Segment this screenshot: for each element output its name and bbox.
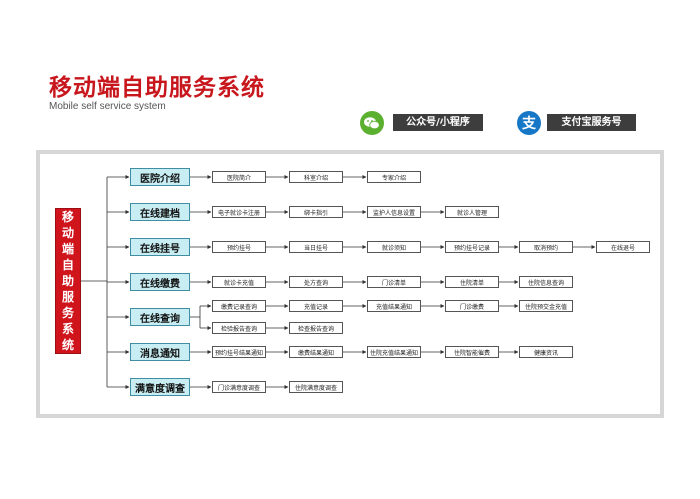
root-char: 务 [61, 306, 74, 320]
category-node: 满意度调查 [130, 378, 190, 396]
root-char: 动 [61, 226, 74, 240]
item-node: 取消预约 [519, 241, 573, 253]
item-node: 住院满意度调查 [289, 381, 343, 393]
item-node: 当日挂号 [289, 241, 343, 253]
category-node: 在线建档 [130, 203, 190, 221]
category-node: 在线挂号 [130, 238, 190, 256]
root-char: 自 [61, 258, 74, 272]
item-node: 医院简介 [212, 171, 266, 183]
item-node: 处方查询 [289, 276, 343, 288]
item-node: 门诊缴费 [445, 300, 499, 312]
root-node: 移动端自助服务系统 [55, 208, 81, 354]
page-title: 移动端自助服务系统 [49, 75, 265, 101]
category-node: 消息通知 [130, 343, 190, 361]
wechat-badge-label: 公众号/小程序 [393, 114, 483, 131]
item-node: 住院智能催费 [445, 346, 499, 358]
item-node: 门诊满意度调查 [212, 381, 266, 393]
item-node: 监护人信息设置 [367, 206, 421, 218]
page-subtitle: Mobile self service system [49, 101, 166, 112]
item-node: 住院预交金充值 [519, 300, 573, 312]
item-node: 预约挂号结果通知 [212, 346, 266, 358]
category-node: 医院介绍 [130, 168, 190, 186]
category-node: 在线缴费 [130, 273, 190, 291]
alipay-icon: 支 [517, 111, 541, 135]
item-node: 缴费结果通知 [289, 346, 343, 358]
item-node: 门诊清单 [367, 276, 421, 288]
category-node: 在线查询 [130, 308, 190, 326]
item-node: 住院充值结果通知 [367, 346, 421, 358]
item-node: 健康资讯 [519, 346, 573, 358]
item-node: 专家介绍 [367, 171, 421, 183]
item-node: 住院信息查询 [519, 276, 573, 288]
item-node: 充值记录 [289, 300, 343, 312]
item-node: 就诊卡充值 [212, 276, 266, 288]
item-node: 住院清单 [445, 276, 499, 288]
item-node: 缴费记录查询 [212, 300, 266, 312]
root-char: 系 [61, 322, 74, 336]
item-node: 预约挂号记录 [445, 241, 499, 253]
root-char: 移 [61, 210, 74, 224]
item-node: 就诊须知 [367, 241, 421, 253]
alipay-badge-label: 支付宝服务号 [547, 114, 636, 131]
item-node: 检验报告查询 [212, 322, 266, 334]
wechat-icon [360, 111, 384, 135]
item-node: 电子就诊卡注册 [212, 206, 266, 218]
root-char: 统 [61, 338, 74, 352]
root-char: 端 [61, 242, 74, 256]
svg-text:支: 支 [521, 115, 537, 132]
item-node: 绑卡指引 [289, 206, 343, 218]
item-node: 检查报告查询 [289, 322, 343, 334]
item-node: 就诊人管理 [445, 206, 499, 218]
item-node: 在线退号 [596, 241, 650, 253]
item-node: 充值结果通知 [367, 300, 421, 312]
root-char: 服 [61, 290, 74, 304]
item-node: 预约挂号 [212, 241, 266, 253]
item-node: 科室介绍 [289, 171, 343, 183]
root-char: 助 [61, 274, 74, 288]
